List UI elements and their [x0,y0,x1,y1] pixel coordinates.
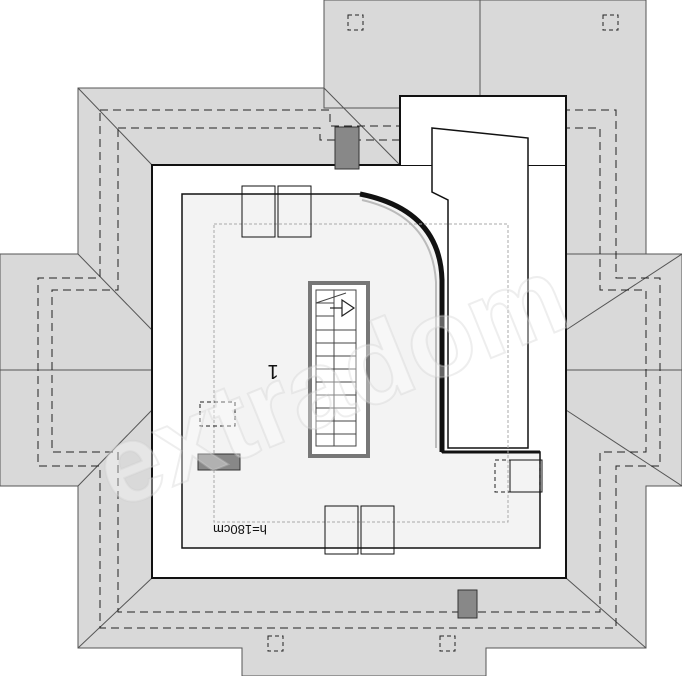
curved-wall [359,191,445,452]
roof-vent [347,14,364,31]
roof-vent [267,635,284,652]
chimney-left [197,453,241,471]
height-note: h=180cm [213,522,267,537]
chimney-top [334,126,360,170]
eaves-lines [37,109,661,629]
roof-hip-lines [0,0,682,649]
staircase [308,281,370,458]
roof-vents [267,14,619,652]
side-balcony [431,127,529,449]
chimney-bottom [457,589,478,619]
roof-vent [439,635,456,652]
attic-wall-upper [399,95,567,578]
roof-vent [602,14,619,31]
room-number: 1 [267,360,278,382]
roof-window [199,401,236,427]
height-limit-line [213,223,509,523]
